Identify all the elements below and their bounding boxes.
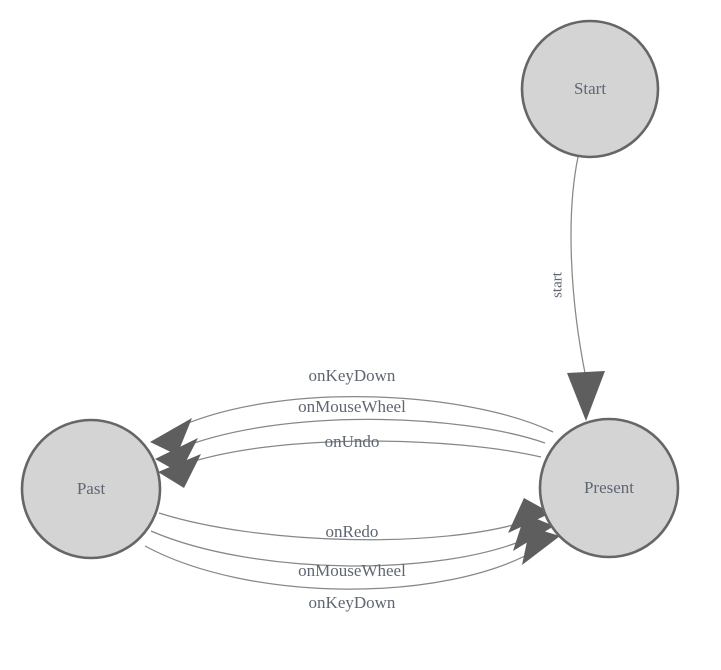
edge-past-to-present-onkeydown-line: [144, 545, 539, 590]
edge-past-to-present-onredo-line: [158, 512, 528, 541]
edge-label-start: start: [549, 271, 565, 298]
edge-label-present-to-past-onkeydown: onKeyDown: [309, 366, 396, 385]
edge-start-to-present[interactable]: start: [549, 156, 605, 421]
node-present-label: Present: [584, 478, 634, 497]
edge-present-to-past-onundo-line: [181, 440, 542, 466]
edge-present-to-past-onmousewheel-line: [177, 418, 546, 450]
edge-present-to-past-onundo[interactable]: onUndo: [158, 432, 542, 488]
edge-past-to-present-onkeydown[interactable]: onKeyDown: [144, 527, 560, 612]
edge-present-to-past-onmousewheel[interactable]: onMouseWheel: [155, 397, 546, 473]
node-past[interactable]: Past: [20, 418, 162, 560]
edge-label-past-to-present-onredo: onRedo: [326, 522, 379, 541]
node-start-label: Start: [574, 79, 606, 98]
node-present-circle: [538, 417, 680, 559]
node-start-circle: [520, 19, 660, 159]
arrowhead-into-past-onundo: [158, 454, 201, 488]
arrowhead-into-past-onkeydown: [150, 418, 192, 455]
edge-label-present-to-past-onundo: onUndo: [325, 432, 380, 451]
edge-label-present-to-past-onmousewheel: onMouseWheel: [298, 397, 406, 416]
node-past-circle: [20, 418, 162, 560]
edge-past-to-present-onmousewheel-line: [150, 530, 532, 567]
edge-present-to-past-onkeydown[interactable]: onKeyDown: [150, 366, 554, 455]
arrowhead-into-past-onmousewheel: [155, 438, 198, 473]
arrowhead-into-present-from-start: [567, 371, 605, 421]
edge-present-to-past-onkeydown-line: [171, 396, 554, 433]
edge-label-past-to-present-onmousewheel: onMouseWheel: [298, 561, 406, 580]
node-start[interactable]: Start: [520, 19, 660, 159]
edge-label-past-to-present-onkeydown: onKeyDown: [309, 593, 396, 612]
node-present[interactable]: Present: [538, 417, 680, 559]
node-past-label: Past: [77, 479, 106, 498]
arrowhead-into-present-onredo: [508, 498, 551, 533]
arrowhead-into-present-onkeydown: [522, 527, 560, 565]
edge-start-to-present-line: [570, 156, 587, 379]
edge-past-to-present-onredo[interactable]: onRedo: [158, 498, 551, 541]
